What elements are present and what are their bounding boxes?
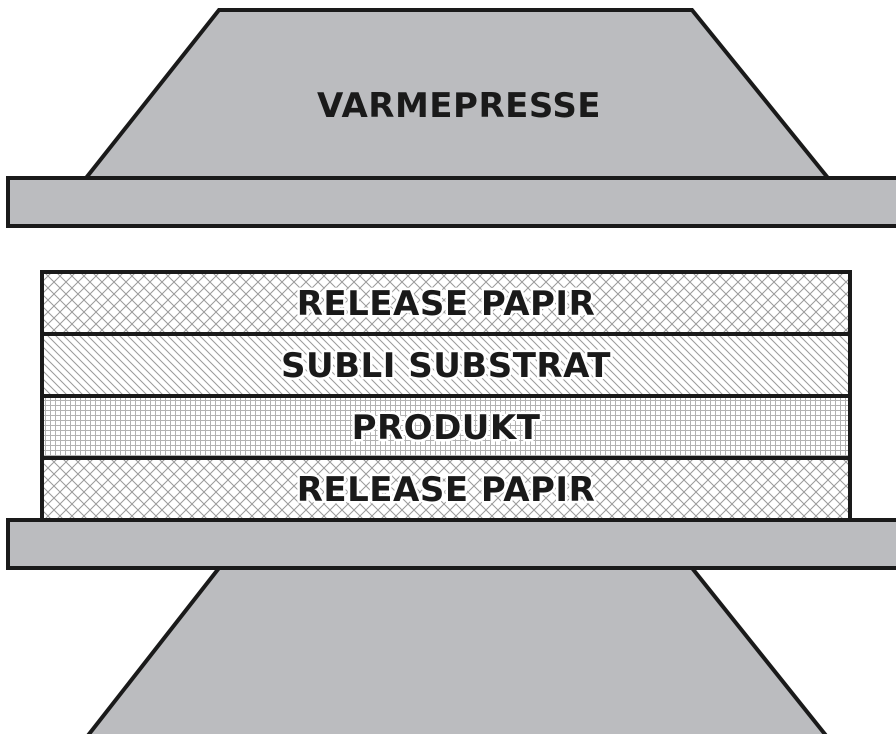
layer-4-band <box>40 456 852 522</box>
lower-press-plate <box>6 518 896 570</box>
upper-press-plate <box>6 176 896 228</box>
upper-press: VARMEPRESSE <box>6 8 896 228</box>
lower-press <box>6 518 896 734</box>
layer-stack: RELEASE PAPIR SUBLI SUBSTRAT PRODUKT RELEAS… <box>40 270 852 522</box>
press-label: VARMEPRESSE <box>317 86 601 126</box>
layer-3-band <box>40 394 852 460</box>
layer-3-label: PRODUKT <box>352 408 541 448</box>
layer-1-label: RELEASE PAPIR <box>297 284 596 324</box>
layer-2-label: SUBLI SUBSTRAT <box>281 346 611 386</box>
layer-4-label: RELEASE PAPIR <box>297 470 596 510</box>
lower-press-base <box>86 566 828 734</box>
layer-1-band <box>40 270 852 336</box>
